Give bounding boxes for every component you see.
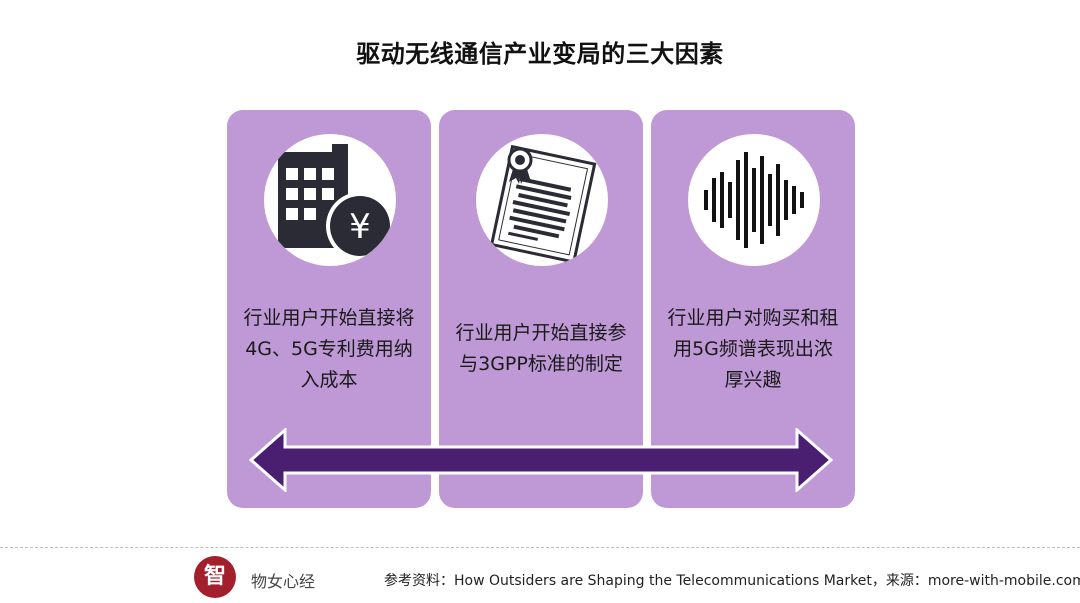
certificate-document-icon [476,134,608,266]
source-reference: 参考资料：How Outsiders are Shaping the Telec… [384,573,1080,589]
factor-card-3gpp-standards: 行业用户开始直接参 与3GPP标准的制定 [439,110,643,508]
brand-logo: 智 [194,556,236,598]
brand-name: 物女心经 [251,572,316,591]
svg-text:¥: ¥ [349,207,371,247]
factor-card-5g-spectrum: 行业用户对购买和租 用5G频谱表现出浓 厚兴趣 [651,110,855,508]
sound-wave-icon [688,134,820,266]
page-title: 驱动无线通信产业变局的三大因素 [356,40,724,68]
double-arrow-icon [249,428,833,492]
footer-divider [0,547,1080,548]
factor-text: 行业用户对购买和租 用5G频谱表现出浓 厚兴趣 [667,307,839,391]
calculator-yuan-icon: ¥ [264,134,396,266]
factor-card-patent-cost: ¥ 行业用户开始直接将 4G、5G专利费用纳 入成本 [227,110,431,508]
factor-text: 行业用户开始直接将 4G、5G专利费用纳 入成本 [243,307,415,391]
factor-text: 行业用户开始直接参 与3GPP标准的制定 [455,322,627,375]
